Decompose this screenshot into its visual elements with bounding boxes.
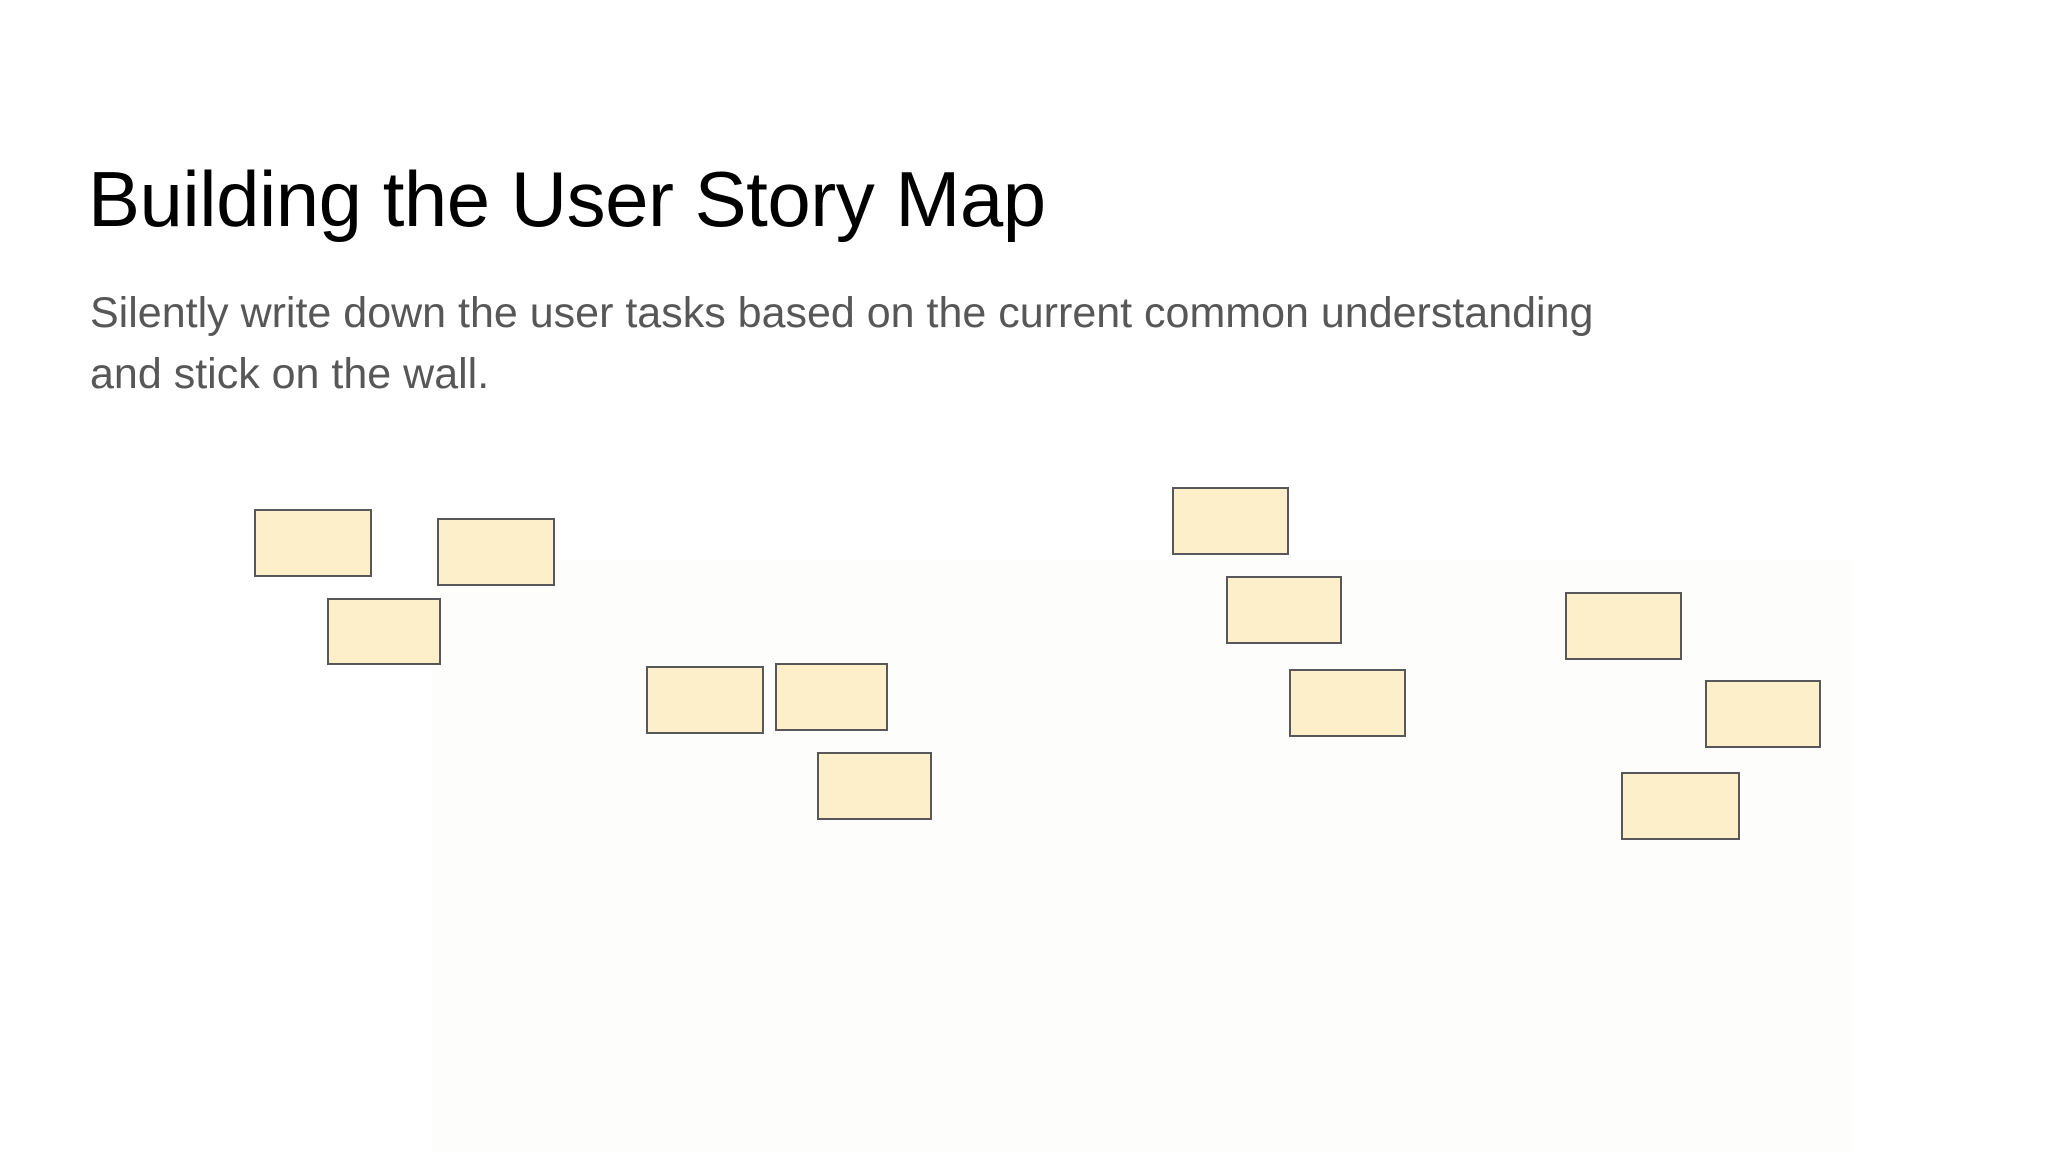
note-2-3[interactable]: [817, 752, 932, 820]
body-line-1: Silently write down the user tasks based…: [90, 289, 1594, 337]
note-1-3[interactable]: [327, 598, 441, 665]
note-3-3[interactable]: [1289, 669, 1406, 737]
note-1-1[interactable]: [254, 509, 372, 577]
page-title: Building the User Story Map: [88, 155, 1046, 244]
note-4-3[interactable]: [1621, 772, 1740, 840]
note-2-1[interactable]: [646, 666, 764, 734]
note-3-1[interactable]: [1172, 487, 1289, 555]
note-3-2[interactable]: [1226, 576, 1342, 644]
note-2-2[interactable]: [775, 663, 888, 731]
note-4-2[interactable]: [1705, 680, 1821, 748]
slide-body-text: Silently write down the user tasks based…: [90, 283, 1920, 405]
note-1-2[interactable]: [437, 518, 555, 586]
body-line-2: and stick on the wall.: [90, 350, 490, 399]
note-4-1[interactable]: [1565, 592, 1682, 660]
